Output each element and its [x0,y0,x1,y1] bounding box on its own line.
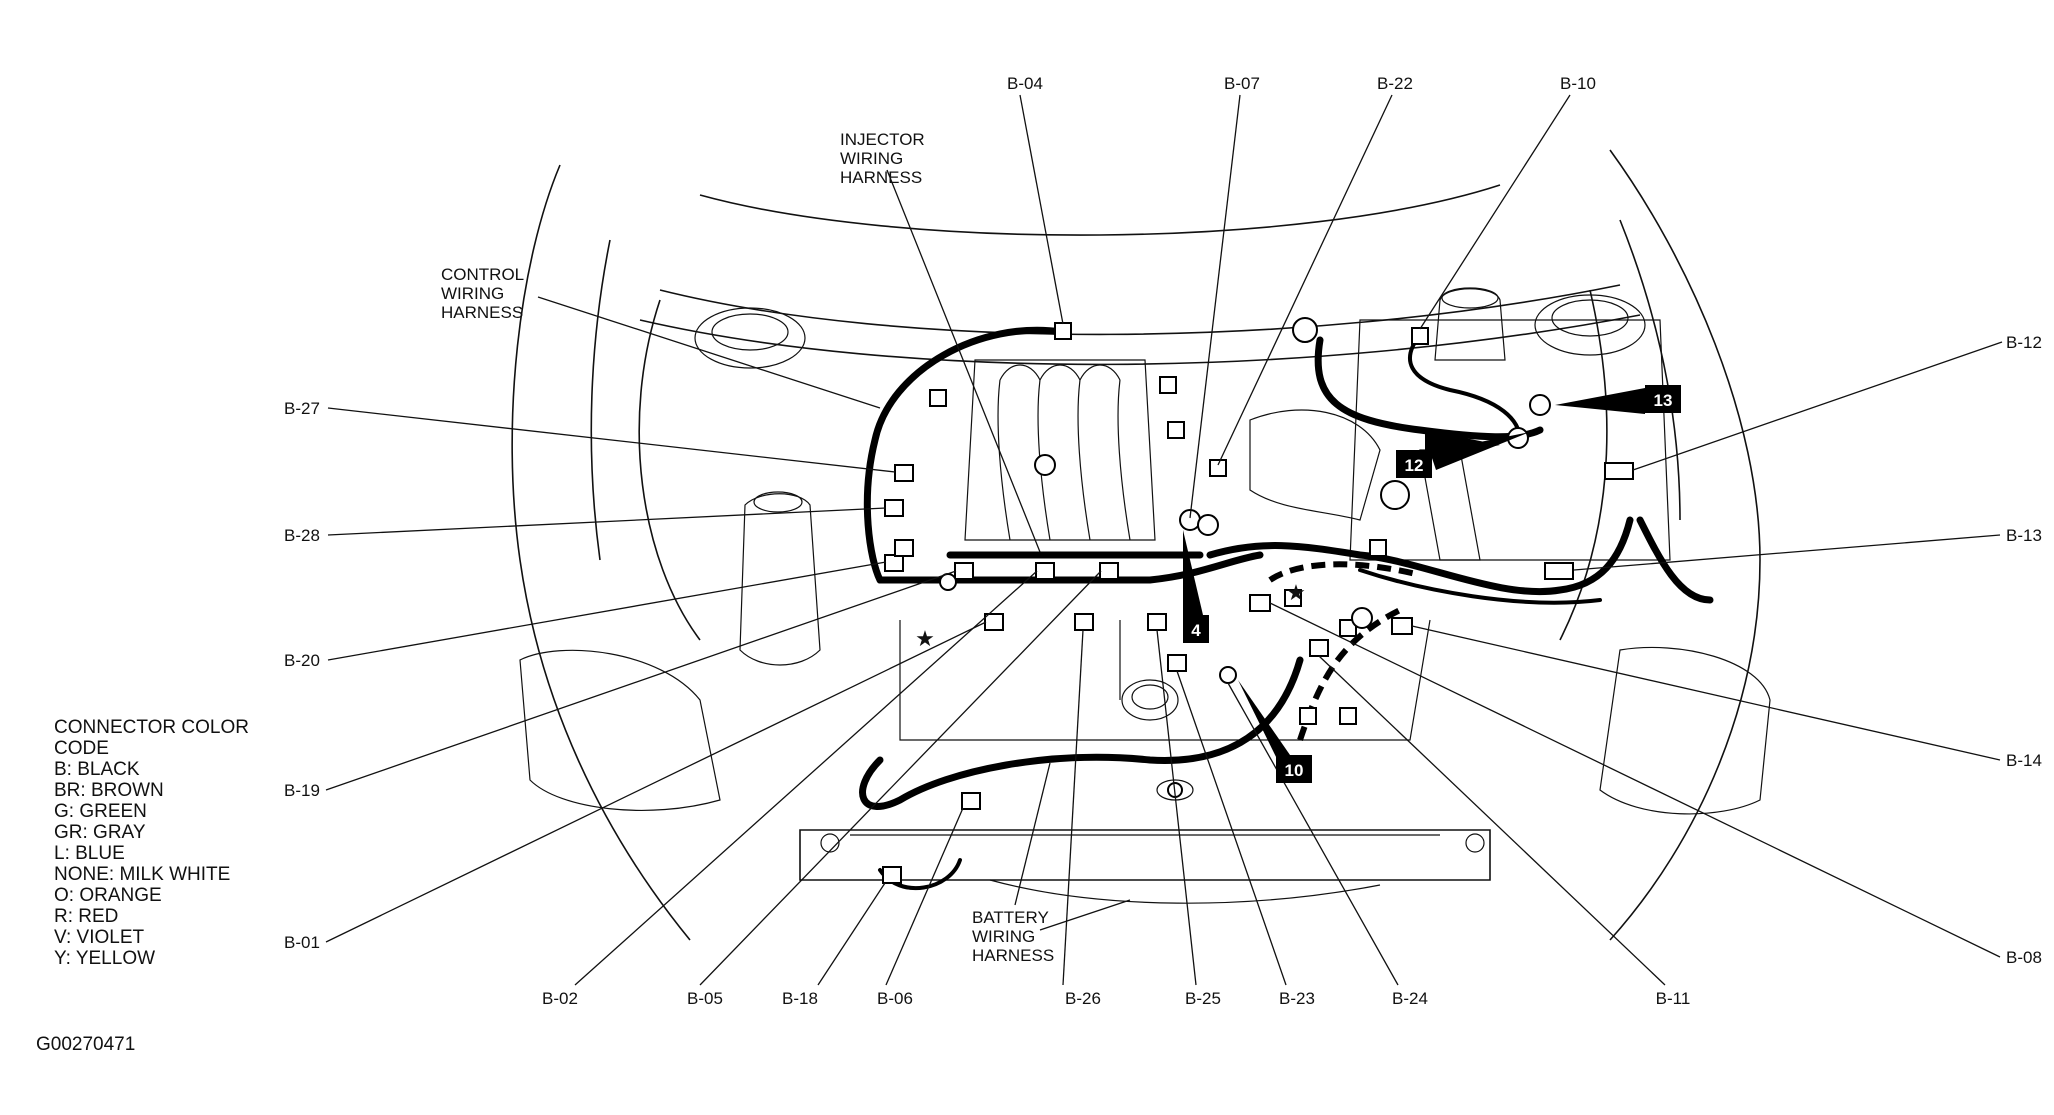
legend-item: BR: BROWN [54,780,164,801]
label-b19: B-19 [284,781,320,800]
svg-text:WIRING: WIRING [441,284,504,303]
connector-b26 [1074,613,1094,631]
connector-b27 [894,464,914,482]
label-b02: B-02 [542,989,578,1008]
connector-b07 [1159,376,1177,394]
label-b20: B-20 [284,651,320,670]
legend-item: G: GREEN [54,801,147,822]
connector-labels: B-04 B-07 B-22 B-10 B-12 B-27 B-28 B-13 … [284,74,2042,1008]
label-b23: B-23 [1279,989,1315,1008]
svg-text:CONTROL: CONTROL [441,265,524,284]
connector-b02 [1035,562,1055,580]
connector-b13 [1544,562,1574,580]
label-b27: B-27 [284,399,320,418]
connector-b25 [1147,613,1167,631]
injector-harness-label: INJECTOR WIRING HARNESS [840,130,925,187]
star-marker: ★ [1286,580,1306,605]
label-b01: B-01 [284,933,320,952]
star-marker: ★ [915,626,935,651]
label-b04: B-04 [1007,74,1043,93]
callout-10-label: 10 [1285,761,1304,780]
connector-b04 [1054,322,1072,340]
callout-10 [1276,755,1312,783]
connector-b24 [1219,666,1237,684]
label-b26: B-26 [1065,989,1101,1008]
svg-text:HARNESS: HARNESS [840,168,922,187]
connector-b18 [882,866,902,884]
control-harness-path [863,326,1264,584]
label-b18: B-18 [782,989,818,1008]
legend-title-line2: CODE [54,738,109,759]
control-harness-label: CONTROL WIRING HARNESS [441,265,524,322]
main-harness-path [1206,516,1634,596]
legend-title-line1: CONNECTOR COLOR [54,717,249,738]
label-b05: B-05 [687,989,723,1008]
svg-text:INJECTOR: INJECTOR [840,130,925,149]
label-b07: B-07 [1224,74,1260,93]
label-b12: B-12 [2006,333,2042,352]
svg-text:WIRING: WIRING [840,149,903,168]
callout-4 [1183,615,1209,643]
figure-id: G00270471 [36,1034,135,1055]
svg-text:BATTERY: BATTERY [972,908,1049,927]
star-markers: ★ ★ [915,580,1306,651]
connector-b12 [1604,462,1634,480]
connector-b22 [1209,459,1227,477]
callout-12 [1396,450,1432,478]
legend-item: L: BLUE [54,843,125,864]
svg-text:HARNESS: HARNESS [972,946,1054,965]
connector-b11 [1309,639,1329,657]
connector-b05 [1099,562,1119,580]
label-b22: B-22 [1377,74,1413,93]
connector-b01 [984,613,1004,631]
wiring-harnesses [859,326,1714,890]
connector-b06 [961,792,981,810]
connector-b23 [1167,654,1187,672]
legend-item: R: RED [54,906,118,927]
connector-b28 [884,499,904,517]
legend-item: V: VIOLET [54,927,144,948]
connector-b10 [1411,327,1429,345]
svg-text:WIRING: WIRING [972,927,1035,946]
callout-12-label: 12 [1405,456,1424,475]
legend-item: GR: GRAY [54,822,146,843]
label-b25: B-25 [1185,989,1221,1008]
legend-item: O: ORANGE [54,885,162,906]
battery-harness-path [859,656,1304,810]
svg-text:HARNESS: HARNESS [441,303,523,322]
connector-b20 [884,554,904,572]
callout-13-label: 13 [1654,391,1673,410]
battery-harness-label: BATTERY WIRING HARNESS [972,908,1054,965]
connector-symbols [882,317,1634,884]
label-b28: B-28 [284,526,320,545]
connector-b08 [1249,594,1271,612]
connector-color-legend: CONNECTOR COLOR CODE B: BLACK BR: BROWN … [54,717,249,969]
label-b24: B-24 [1392,989,1428,1008]
callout-4-label: 4 [1191,621,1201,640]
label-b13: B-13 [2006,526,2042,545]
leader-lines [325,94,2003,986]
legend-item: NONE: MILK WHITE [54,864,230,885]
callout-13 [1645,385,1681,413]
connector-b19 [954,562,974,580]
label-b10: B-10 [1560,74,1596,93]
connector-b14 [1391,617,1413,635]
legend-item: Y: YELLOW [54,948,155,969]
label-b08: B-08 [2006,948,2042,967]
label-b11: B-11 [1656,989,1691,1008]
label-b06: B-06 [877,989,913,1008]
legend-item: B: BLACK [54,759,140,780]
vehicle-body-outline [511,149,1771,941]
numbered-callouts: 4 10 12 13 [1183,385,1681,783]
engine-block [899,319,1671,801]
label-b14: B-14 [2006,751,2042,770]
